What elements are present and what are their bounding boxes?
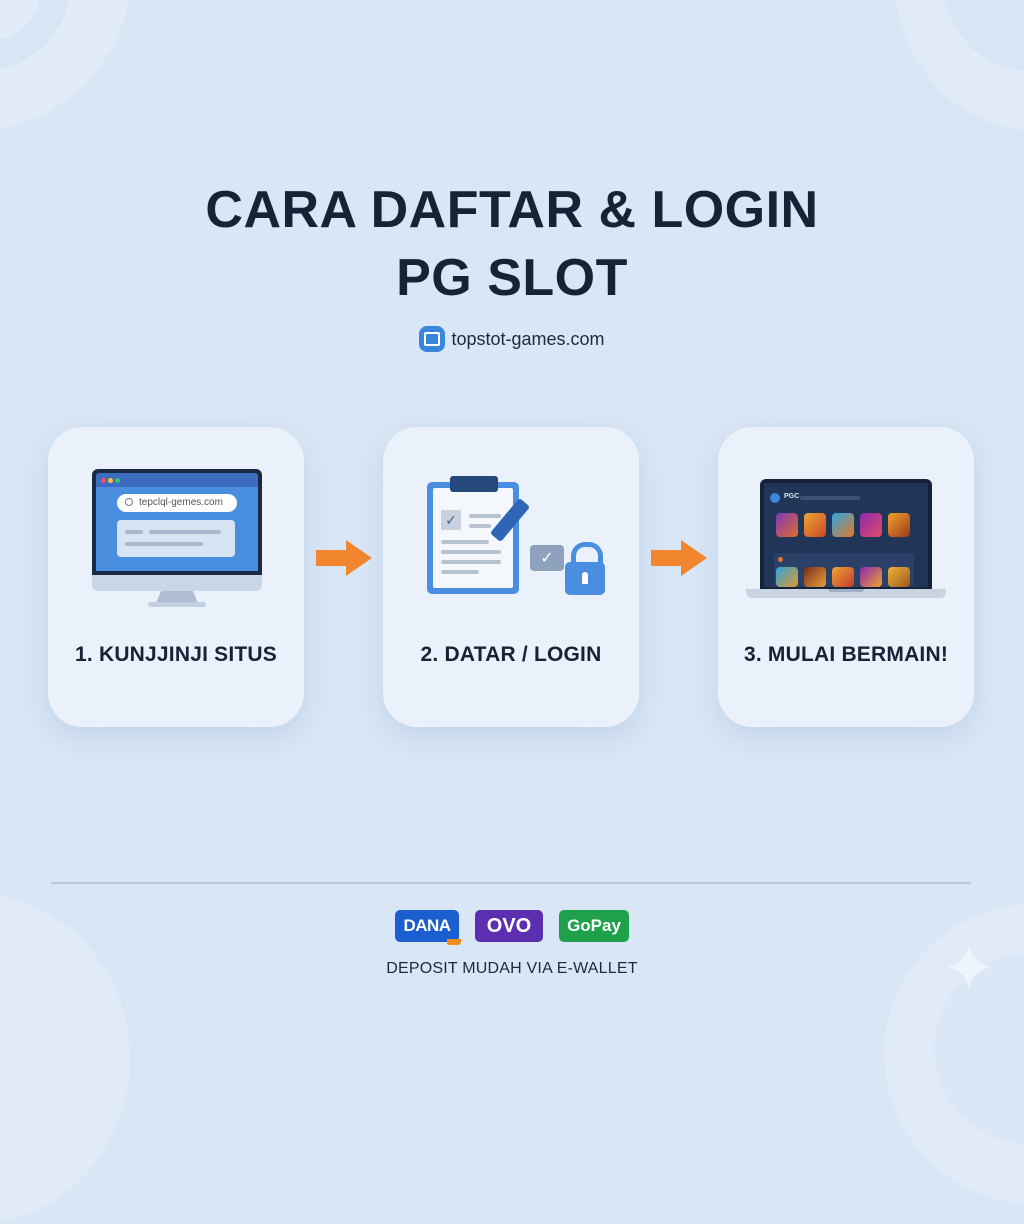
- sparkle-icon: [946, 944, 992, 990]
- ovo-logo: OVO: [475, 910, 543, 942]
- step-label: 1. KUNJJINJI SITUS: [75, 643, 277, 666]
- dana-logo: DANA: [395, 910, 461, 945]
- site-link[interactable]: topstot-games.com: [0, 326, 1024, 352]
- site-url: topstot-games.com: [451, 328, 605, 349]
- lock-icon: [565, 562, 605, 595]
- arrow-right-icon: [651, 540, 707, 576]
- url-bar: tepclql-gemes.com: [117, 494, 237, 512]
- checkmark-icon: ✓: [530, 545, 564, 571]
- title-line-1: CARA DAFTAR & LOGIN: [205, 181, 819, 239]
- arrow-right-icon: [316, 540, 372, 576]
- page-title: CARA DAFTAR & LOGIN PG SLOT: [0, 176, 1024, 312]
- step-card-visit-site: tepclql-gemes.com 1. KUNJJINJI SITUS: [48, 427, 304, 727]
- decorative-circle: [0, 894, 130, 1224]
- lobby-brand: PGC: [784, 493, 800, 500]
- step-label: 3. MULAI BERMAIN!: [743, 643, 949, 666]
- browser-window-icon: [419, 326, 446, 352]
- divider: [51, 882, 971, 884]
- step-label: 2. DATAR / LOGIN: [420, 643, 602, 666]
- deposit-caption: DEPOSIT MUDAH VIA E-WALLET: [386, 960, 638, 977]
- gopay-logo: GoPay: [559, 910, 629, 942]
- step-card-start-playing: PGC 3. MULAI BERMAIN!: [718, 427, 974, 727]
- step-card-register-login: ✓ ✓ 2. DATAR / LOGIN: [383, 427, 639, 727]
- desktop-monitor-icon: tepclql-gemes.com: [92, 469, 262, 611]
- laptop-game-lobby-icon: PGC: [746, 479, 946, 601]
- search-icon: [125, 498, 133, 506]
- title-line-2: PG SLOT: [396, 249, 628, 307]
- ewallet-logos: DANA OVO GoPay: [0, 910, 1024, 945]
- url-text: tepclql-gemes.com: [139, 497, 223, 508]
